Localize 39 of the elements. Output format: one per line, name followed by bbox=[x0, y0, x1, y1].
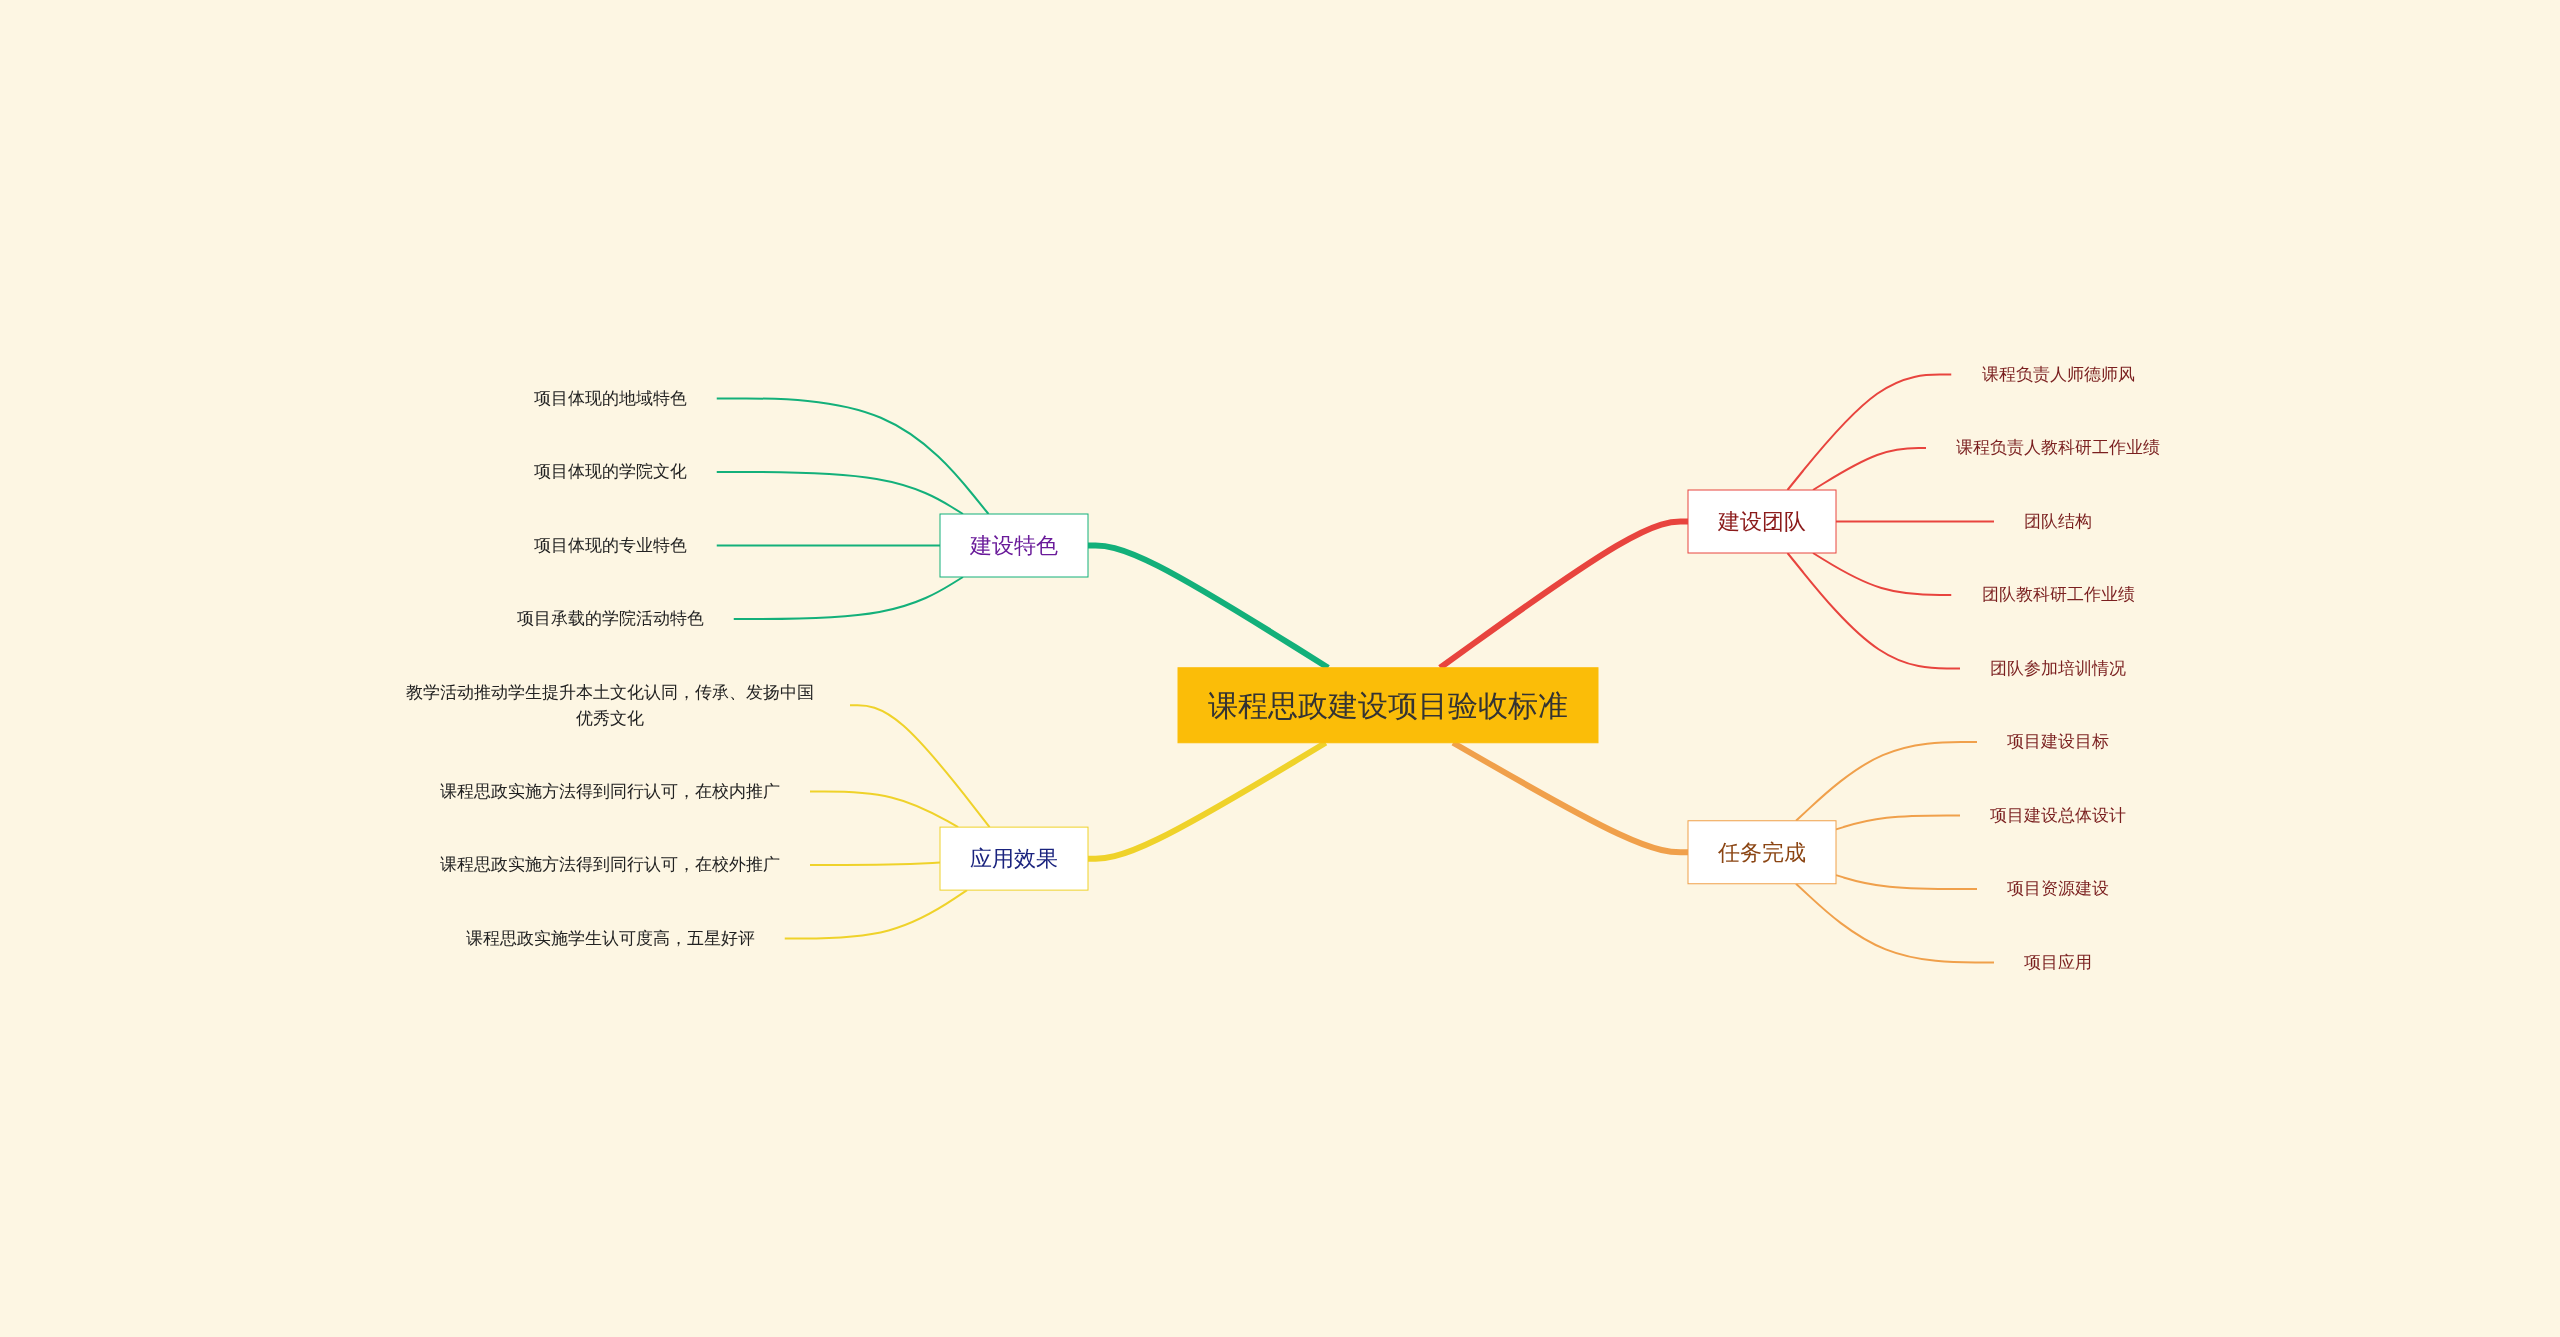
connector bbox=[1835, 520, 1995, 523]
node-text: 项目体现的专业特色 bbox=[533, 534, 687, 555]
node-text: 课程负责人教科研工作业绩 bbox=[1956, 437, 2160, 458]
connector bbox=[809, 790, 960, 829]
node-text: 项目资源建设 bbox=[2007, 878, 2109, 899]
connector bbox=[715, 544, 941, 547]
connector bbox=[1835, 814, 1961, 831]
node-text: 项目建设总体设计 bbox=[1990, 804, 2126, 825]
connector bbox=[1786, 552, 1961, 670]
node-box: 应用效果 bbox=[939, 826, 1089, 891]
node-text: 教学活动推动学生提升本土文化认同，传承、发扬中国优秀文化 bbox=[406, 681, 814, 728]
node-box: 建设特色 bbox=[939, 513, 1089, 578]
node-text: 课程思政实施方法得到同行认可，在校外推广 bbox=[440, 854, 780, 875]
node-text: 团队结构 bbox=[2024, 510, 2092, 531]
node-box: 建设团队 bbox=[1687, 489, 1837, 554]
connector bbox=[1795, 882, 1995, 964]
node-text: 项目体现的学院文化 bbox=[533, 461, 687, 482]
node-text: 课程思政实施方法得到同行认可，在校内推广 bbox=[440, 780, 780, 801]
connector bbox=[1812, 447, 1927, 491]
node-box: 任务完成 bbox=[1687, 820, 1837, 885]
connector bbox=[732, 576, 964, 620]
node-text: 项目建设目标 bbox=[2007, 731, 2109, 752]
connector bbox=[1786, 373, 1953, 491]
connector bbox=[1795, 741, 1978, 822]
node-text: 课程负责人师德师风 bbox=[1981, 363, 2135, 384]
connector bbox=[849, 704, 991, 829]
connector bbox=[1835, 874, 1978, 890]
connector bbox=[809, 861, 941, 866]
connector bbox=[1812, 552, 1953, 596]
connector bbox=[715, 471, 964, 515]
node-text: 团队参加培训情况 bbox=[1990, 657, 2126, 678]
node-text: 项目承载的学院活动特色 bbox=[516, 608, 704, 629]
node-box: 课程思政建设项目验收标准 bbox=[1177, 667, 1599, 744]
node-text: 项目应用 bbox=[2024, 951, 2092, 972]
node-text: 课程思政实施学生认可度高，五星好评 bbox=[465, 927, 755, 948]
node-text: 团队教科研工作业绩 bbox=[1981, 584, 2135, 605]
connector bbox=[715, 397, 990, 515]
node-text: 项目体现的地域特色 bbox=[533, 387, 687, 408]
connector bbox=[783, 889, 969, 940]
